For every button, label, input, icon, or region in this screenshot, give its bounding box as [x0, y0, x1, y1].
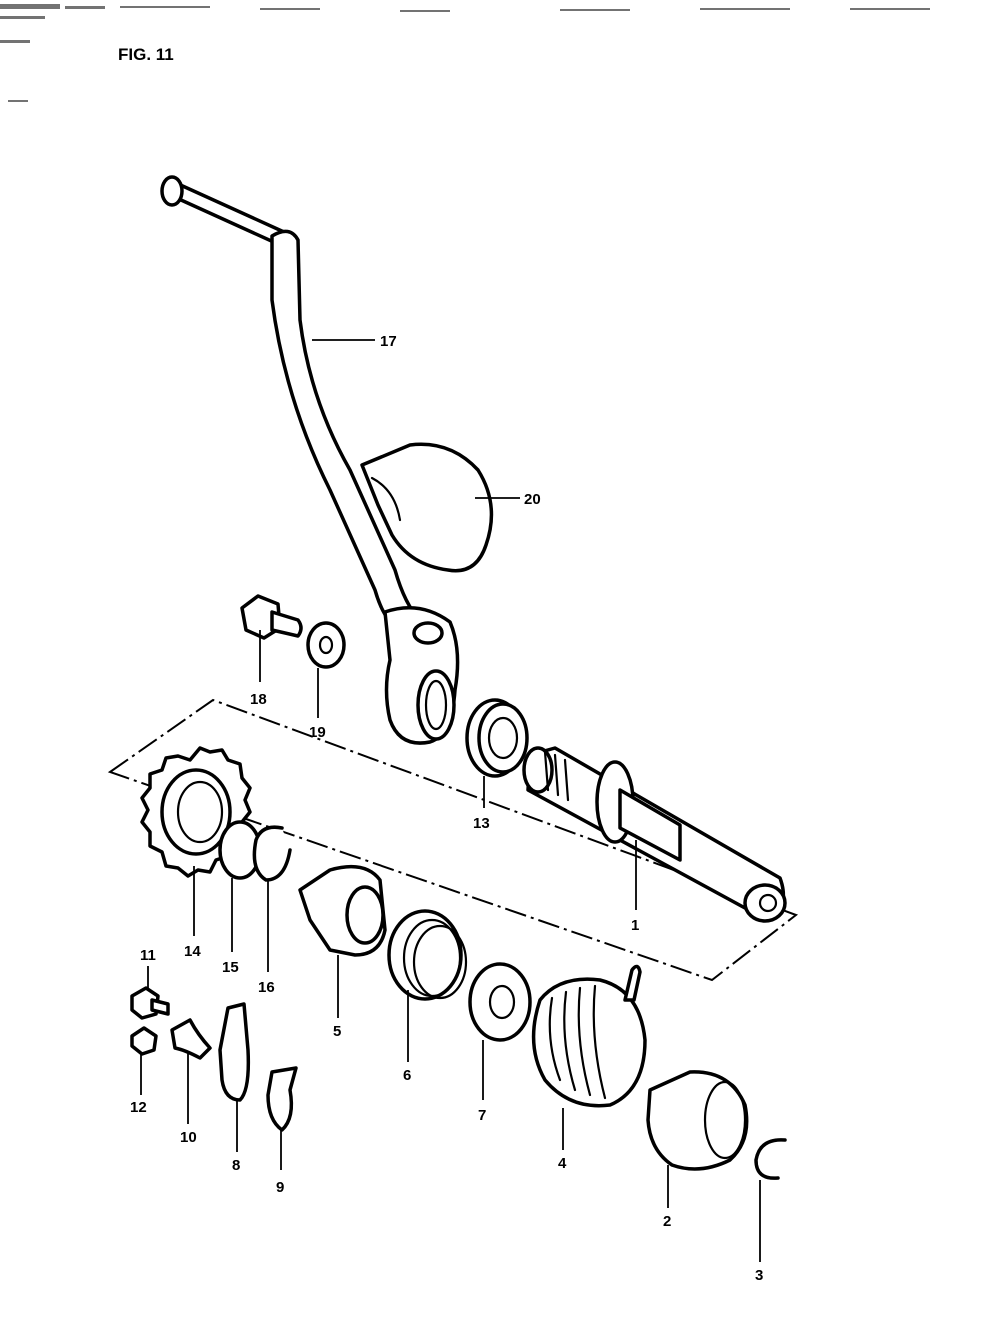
plate-9 [266, 1066, 298, 1132]
callout-15: 15 [222, 959, 239, 976]
spring-guide-2 [646, 1070, 749, 1171]
callout-11: 11 [140, 947, 156, 964]
callout-16: 16 [258, 979, 275, 996]
washer-19 [306, 621, 346, 669]
bolt-18 [240, 594, 303, 640]
spring-6 [387, 909, 468, 1001]
bolt-12 [130, 1026, 158, 1056]
kick-lever-rubber [360, 442, 494, 573]
callout-labels: 17 20 18 19 13 1 14 15 16 5 6 7 4 11 12 … [130, 333, 763, 1284]
callout-2: 2 [663, 1213, 671, 1230]
circlip-16 [252, 825, 292, 882]
callout-1: 1 [631, 917, 639, 934]
callout-5: 5 [333, 1023, 341, 1040]
callout-4: 4 [558, 1155, 567, 1172]
callout-19: 19 [309, 724, 326, 741]
bolt-11 [130, 986, 170, 1020]
figure-title: FIG. 11 [118, 45, 174, 64]
scan-noise [0, 4, 930, 102]
callout-9: 9 [276, 1179, 284, 1196]
guide-5 [298, 864, 387, 957]
plate-10 [170, 1018, 212, 1060]
kick-starter-shaft [522, 746, 787, 923]
callout-17: 17 [380, 333, 397, 350]
assembly-outline [107, 698, 799, 982]
callout-10: 10 [180, 1129, 197, 1146]
kick-starter-lever [160, 175, 460, 745]
callout-6: 6 [403, 1067, 411, 1084]
oil-seal-13 [465, 698, 529, 778]
callout-12: 12 [130, 1099, 147, 1116]
callout-3: 3 [755, 1267, 763, 1284]
circlip-3 [754, 1138, 787, 1180]
callout-20: 20 [524, 491, 541, 508]
callout-7: 7 [478, 1107, 486, 1124]
stopper-8 [218, 1002, 251, 1102]
callout-13: 13 [473, 815, 490, 832]
leader-lines [140, 339, 761, 1262]
washer-7 [468, 962, 532, 1042]
callout-8: 8 [232, 1157, 240, 1174]
callout-14: 14 [184, 943, 201, 960]
callout-18: 18 [250, 691, 267, 708]
return-spring-4 [531, 964, 647, 1108]
